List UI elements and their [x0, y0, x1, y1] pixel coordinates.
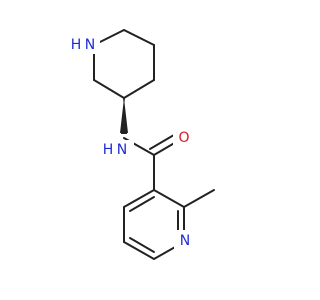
bond-c4py-c3py-inner: [129, 196, 155, 212]
atom-label-n-ring: H N: [66, 34, 100, 54]
atom-label-n-ring-text: N: [85, 37, 95, 53]
bond-c3-c2py: [153, 189, 185, 208]
atom-label-n-pyridine: N: [174, 230, 196, 252]
atom-label-n-amide-text: N: [117, 142, 127, 158]
atom-label-o-text: O: [178, 130, 189, 146]
atom-label-o-carbonyl: O: [173, 126, 195, 148]
bond-c4py-c3py: [123, 189, 155, 208]
bond-c2py-methyl: [183, 189, 215, 208]
bond-c6py-c5py: [123, 241, 155, 260]
atom-label-h-amide-text: H: [103, 142, 114, 158]
bond-c6py-c5py-inner: [129, 237, 155, 253]
atom-label-n-pyridine-text: N: [180, 233, 190, 249]
atom-label-h-ring-text: H: [71, 37, 82, 53]
atom-label-n-amide: H N: [100, 140, 134, 162]
molecule-structure: H N H N O N: [66, 29, 215, 260]
stereo-wedge-shape: [120, 98, 128, 133]
piperidine-ring: [93, 29, 155, 99]
bond-c4-c5: [123, 79, 155, 99]
bond-c2-c3: [123, 29, 155, 46]
bond-c5-c6: [93, 79, 125, 99]
